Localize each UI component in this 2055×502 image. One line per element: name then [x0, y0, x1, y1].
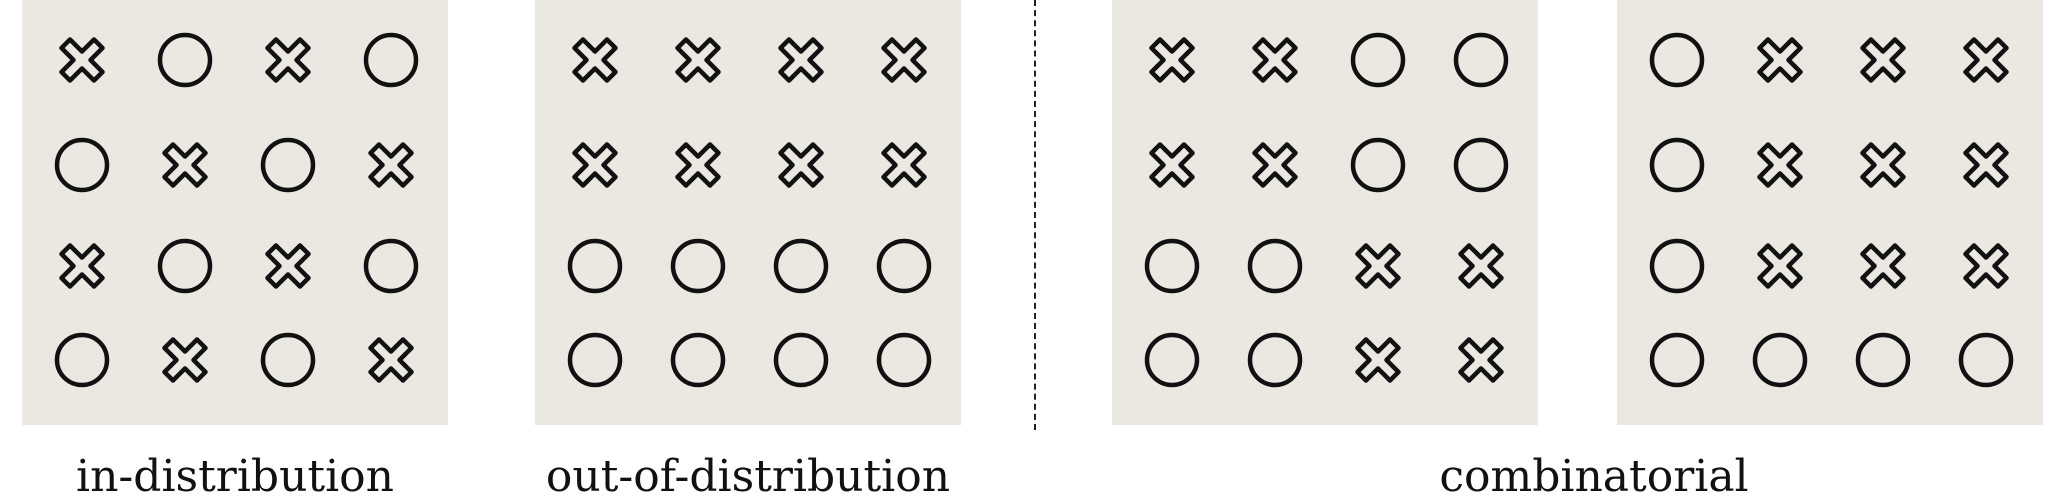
panel-combinatorial-1 [1112, 0, 1538, 425]
circle-icon [1247, 332, 1303, 388]
cross-icon [572, 37, 618, 83]
circle-icon [363, 238, 419, 294]
cross-icon [59, 243, 105, 289]
cross-icon [778, 37, 824, 83]
circle-icon [670, 238, 726, 294]
circle-icon [1649, 32, 1705, 88]
cross-icon [881, 37, 927, 83]
cross-icon [368, 142, 414, 188]
circle-icon [1649, 332, 1705, 388]
cross-icon [162, 337, 208, 383]
cross-icon [1963, 37, 2009, 83]
cross-icon [1963, 243, 2009, 289]
circle-icon [1855, 332, 1911, 388]
cross-icon [572, 142, 618, 188]
circle-icon [1350, 137, 1406, 193]
caption-out-of-distribution: out-of-distribution [545, 451, 951, 502]
cross-icon [162, 142, 208, 188]
cross-icon [59, 37, 105, 83]
cross-icon [675, 37, 721, 83]
cross-icon [1149, 142, 1195, 188]
panel-combinatorial-2 [1617, 0, 2043, 425]
caption-combinatorial: combinatorial [1439, 451, 1749, 502]
circle-icon [567, 332, 623, 388]
cross-icon [1252, 142, 1298, 188]
circle-icon [157, 238, 213, 294]
cross-icon [1860, 142, 1906, 188]
cross-icon [1860, 37, 1906, 83]
circle-icon [1958, 332, 2014, 388]
cross-icon [778, 142, 824, 188]
circle-icon [773, 332, 829, 388]
cross-icon [1757, 37, 1803, 83]
cross-icon [1757, 142, 1803, 188]
circle-icon [1247, 238, 1303, 294]
cross-icon [1458, 243, 1504, 289]
circle-icon [876, 238, 932, 294]
panel-in-distribution [22, 0, 448, 425]
circle-icon [1144, 332, 1200, 388]
circle-icon [260, 137, 316, 193]
circle-icon [773, 238, 829, 294]
circle-icon [54, 332, 110, 388]
circle-icon [157, 32, 213, 88]
circle-icon [363, 32, 419, 88]
cross-icon [1149, 37, 1195, 83]
cross-icon [1458, 337, 1504, 383]
circle-icon [1752, 332, 1808, 388]
cross-icon [265, 243, 311, 289]
cross-icon [1963, 142, 2009, 188]
circle-icon [1453, 137, 1509, 193]
panel-out-of-distribution [535, 0, 961, 425]
cross-icon [368, 337, 414, 383]
cross-icon [1252, 37, 1298, 83]
cross-icon [1757, 243, 1803, 289]
circle-icon [1453, 32, 1509, 88]
caption-in-distribution: in-distribution [76, 451, 394, 502]
circle-icon [1649, 137, 1705, 193]
cross-icon [1355, 243, 1401, 289]
circle-icon [876, 332, 932, 388]
circle-icon [260, 332, 316, 388]
circle-icon [1649, 238, 1705, 294]
circle-icon [670, 332, 726, 388]
dashed-divider [1034, 0, 1036, 430]
symbol-grid [567, 37, 932, 388]
cross-icon [675, 142, 721, 188]
cross-icon [881, 142, 927, 188]
symbol-grid [54, 32, 419, 388]
cross-icon [265, 37, 311, 83]
circle-icon [567, 238, 623, 294]
symbol-grid [1649, 32, 2014, 388]
cross-icon [1355, 337, 1401, 383]
cross-icon [1860, 243, 1906, 289]
circle-icon [1350, 32, 1406, 88]
circle-icon [1144, 238, 1200, 294]
symbol-grid [1144, 32, 1509, 388]
circle-icon [54, 137, 110, 193]
